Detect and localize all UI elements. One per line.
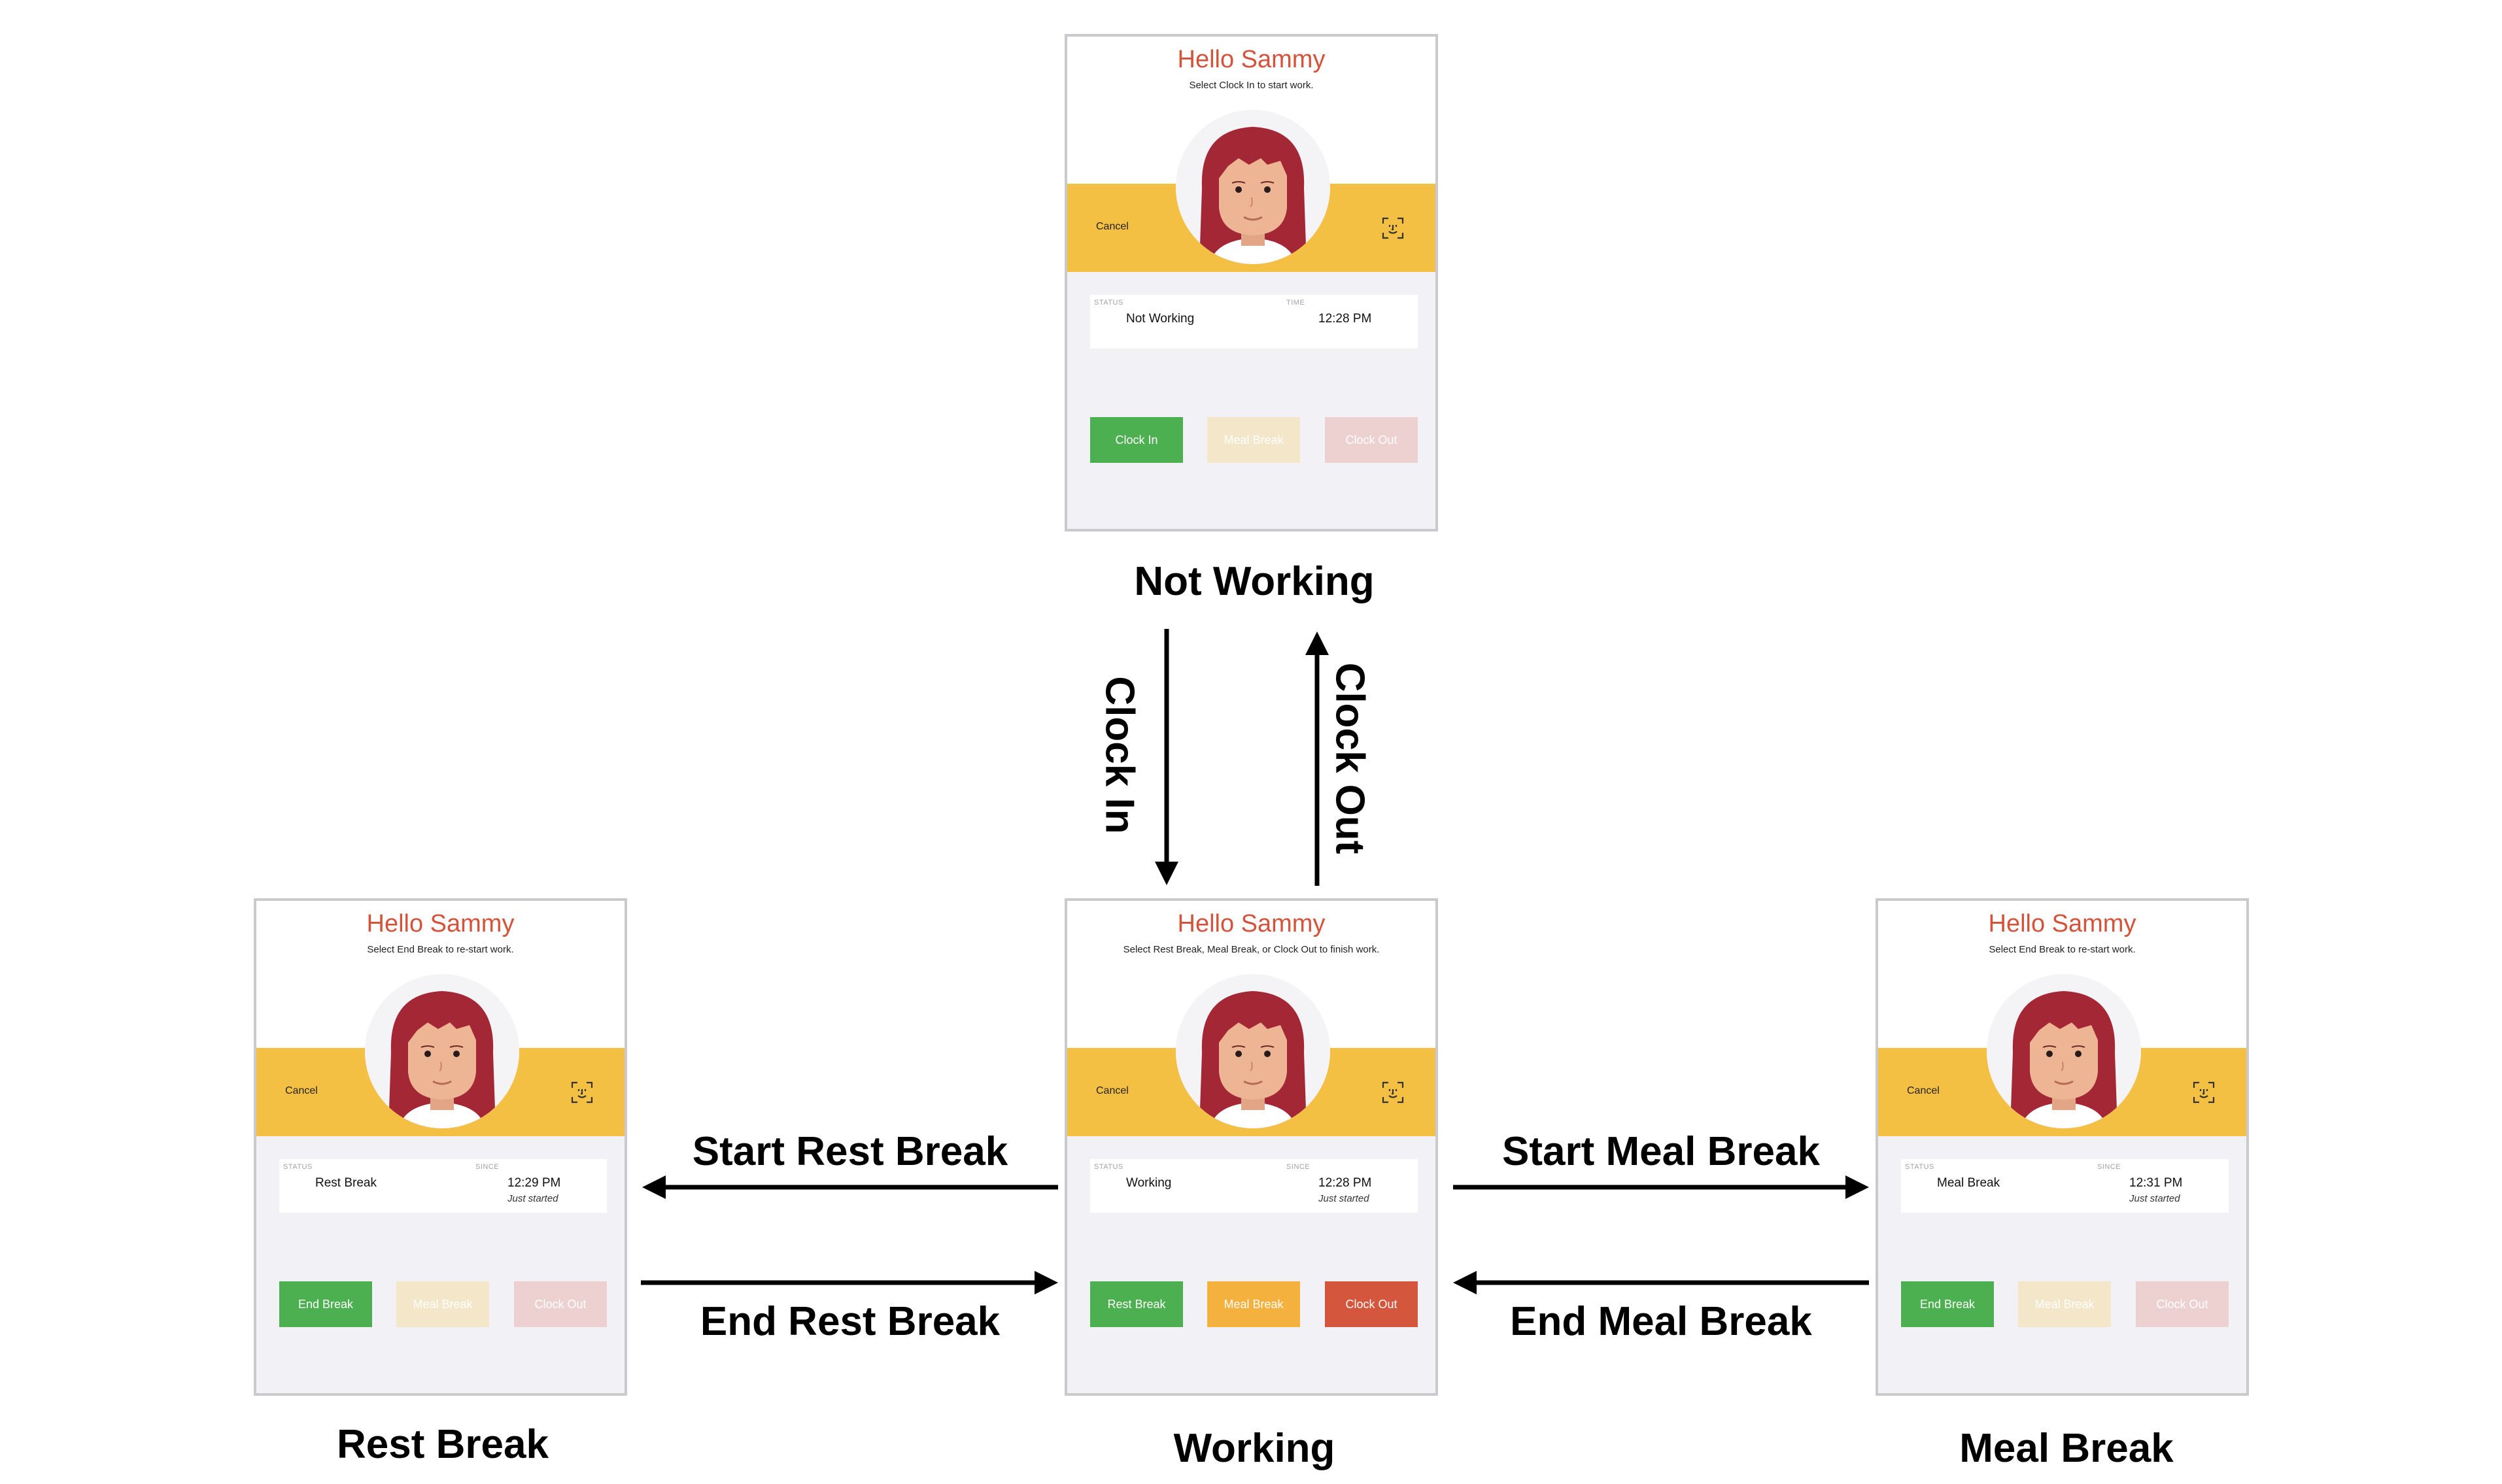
start-meal-break-arrowhead [1845, 1175, 1869, 1199]
end-rest-break-arrowhead [1035, 1271, 1058, 1294]
tablet-screen-not-working: Hello Sammy Select Clock In to start wor… [1065, 34, 1438, 531]
time-label: SINCE [2097, 1163, 2121, 1171]
time-label: TIME [1286, 299, 1305, 307]
clock-in-arrowhead [1155, 862, 1178, 885]
cancel-button[interactable]: Cancel [1907, 1085, 1940, 1096]
clock-out-button: Clock Out [2136, 1281, 2229, 1327]
clock-out-arrowhead [1305, 632, 1329, 655]
time-label: SINCE [1286, 1163, 1311, 1171]
greeting: Hello Sammy [1177, 46, 1326, 73]
state-title-not-working: Not Working [1134, 559, 1374, 604]
start-meal-break-label: Start Meal Break [1502, 1129, 1820, 1174]
clock-in-label: Clock In [1097, 676, 1142, 834]
status-card: STATUS SINCE Meal Break 12:31 PM Just st… [1901, 1159, 2229, 1213]
cancel-button[interactable]: Cancel [1096, 221, 1129, 232]
avatar [1176, 974, 1330, 1128]
avatar [1987, 974, 2141, 1128]
clock-out-label: Clock Out [1328, 663, 1373, 854]
end-break-button[interactable]: End Break [279, 1281, 372, 1327]
tablet-screen-rest-break: Hello Sammy Select End Break to re-start… [254, 898, 627, 1396]
meal-break-button: Meal Break [396, 1281, 489, 1327]
greeting: Hello Sammy [366, 910, 515, 937]
face-scan-icon[interactable] [1382, 217, 1404, 239]
instruction-text: Select End Break to re-start work. [1989, 944, 2136, 955]
avatar-illustration [1176, 110, 1330, 264]
time-subtext: Just started [2129, 1193, 2180, 1204]
rest-break-button[interactable]: Rest Break [1090, 1281, 1183, 1327]
status-card: STATUS SINCE Rest Break 12:29 PM Just st… [279, 1159, 607, 1213]
clock-out-button: Clock Out [1325, 417, 1418, 463]
clock-out-button: Clock Out [514, 1281, 607, 1327]
time-value: 12:29 PM [507, 1176, 561, 1190]
instruction-text: Select Rest Break, Meal Break, or Clock … [1123, 944, 1380, 955]
meal-break-button[interactable]: Meal Break [1207, 1281, 1300, 1327]
greeting: Hello Sammy [1177, 910, 1326, 937]
face-scan-icon[interactable] [571, 1081, 593, 1104]
status-value: Working [1126, 1176, 1172, 1190]
face-scan-icon[interactable] [2193, 1081, 2215, 1104]
tablet-screen-working: Hello Sammy Select Rest Break, Meal Brea… [1065, 898, 1438, 1396]
time-label: SINCE [475, 1163, 500, 1171]
time-value: 12:28 PM [1318, 1176, 1372, 1190]
instruction-text: Select Clock In to start work. [1189, 80, 1314, 91]
start-rest-break-label: Start Rest Break [693, 1129, 1008, 1174]
face-scan-icon[interactable] [1382, 1081, 1404, 1104]
state-title-rest-break: Rest Break [337, 1422, 549, 1467]
meal-break-button: Meal Break [2018, 1281, 2111, 1327]
clock-in-button[interactable]: Clock In [1090, 417, 1183, 463]
status-label: STATUS [1905, 1163, 1934, 1171]
avatar [365, 974, 519, 1128]
status-label: STATUS [1094, 299, 1123, 307]
end-rest-break-label: End Rest Break [700, 1299, 1001, 1344]
status-label: STATUS [1094, 1163, 1123, 1171]
avatar-illustration [1987, 974, 2141, 1128]
avatar-illustration [1176, 974, 1330, 1128]
cancel-button[interactable]: Cancel [1096, 1085, 1129, 1096]
end-meal-break-arrowhead [1453, 1271, 1477, 1294]
time-subtext: Just started [507, 1193, 558, 1204]
avatar-illustration [365, 974, 519, 1128]
time-value: 12:31 PM [2129, 1176, 2183, 1190]
state-title-meal-break: Meal Break [1959, 1426, 2174, 1471]
tablet-screen-meal-break: Hello Sammy Select End Break to re-start… [1876, 898, 2249, 1396]
state-title-working: Working [1174, 1426, 1335, 1471]
avatar [1176, 110, 1330, 264]
status-card: STATUS TIME Not Working 12:28 PM [1090, 295, 1418, 348]
status-value: Rest Break [315, 1176, 377, 1190]
meal-break-button: Meal Break [1207, 417, 1300, 463]
time-value: 12:28 PM [1318, 312, 1372, 326]
end-break-button[interactable]: End Break [1901, 1281, 1994, 1327]
time-subtext: Just started [1318, 1193, 1369, 1204]
status-label: STATUS [283, 1163, 313, 1171]
clock-out-button[interactable]: Clock Out [1325, 1281, 1418, 1327]
status-value: Meal Break [1937, 1176, 2000, 1190]
end-meal-break-label: End Meal Break [1510, 1299, 1812, 1344]
start-rest-break-arrowhead [642, 1175, 666, 1199]
status-value: Not Working [1126, 312, 1195, 326]
cancel-button[interactable]: Cancel [285, 1085, 318, 1096]
greeting: Hello Sammy [1988, 910, 2136, 937]
instruction-text: Select End Break to re-start work. [367, 944, 514, 955]
status-card: STATUS SINCE Working 12:28 PM Just start… [1090, 1159, 1418, 1213]
